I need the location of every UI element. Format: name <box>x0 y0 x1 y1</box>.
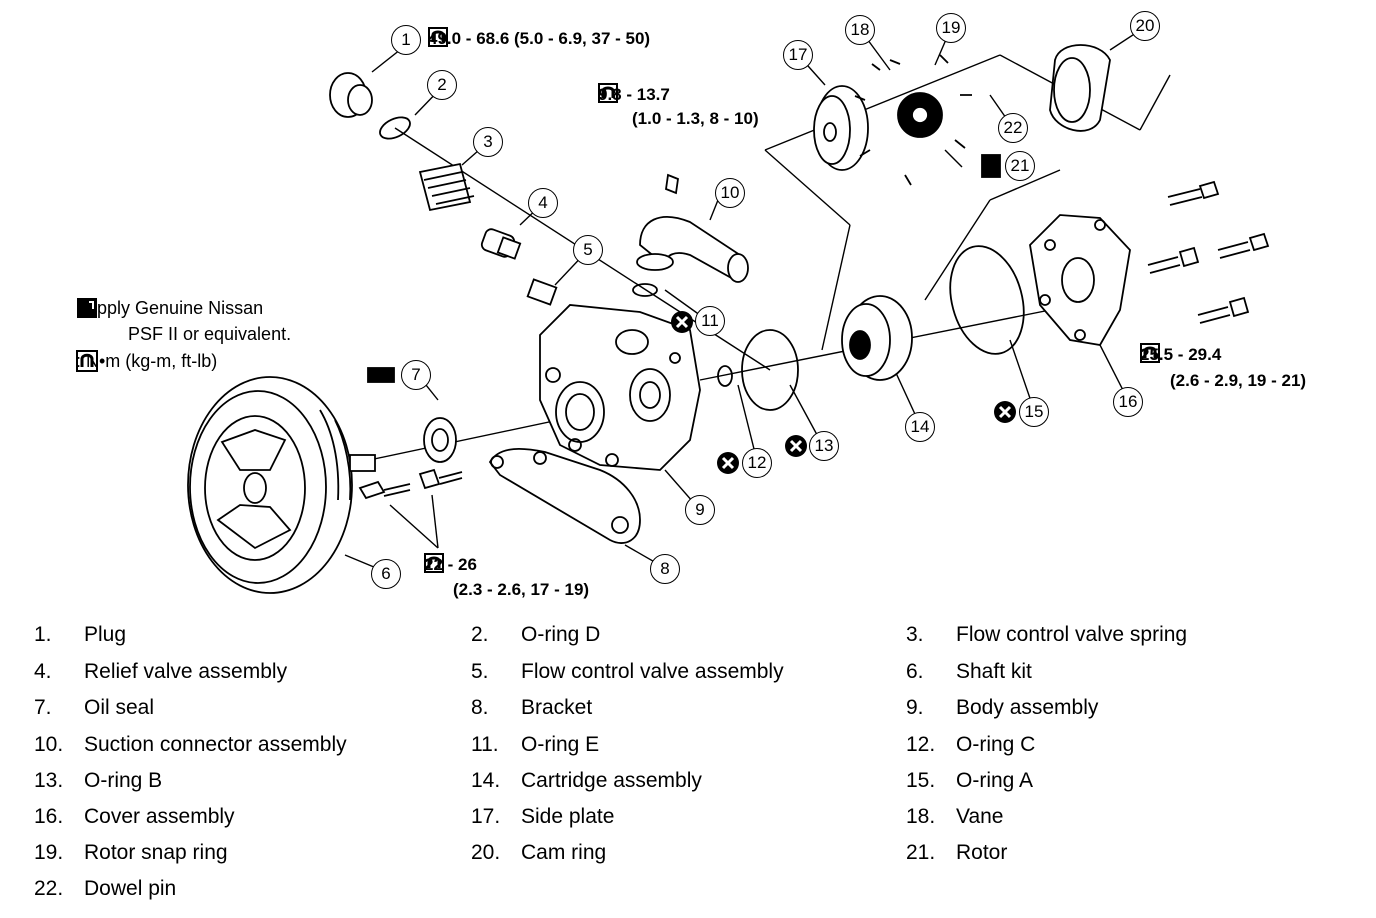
cartridge-assembly <box>841 295 913 381</box>
callout-21: 21 <box>1005 151 1035 181</box>
body-assembly <box>539 304 701 471</box>
suction-connector <box>632 173 749 297</box>
callout-10: 10 <box>715 178 745 208</box>
torque-spec-cover: 25.5 - 29.4 <box>1140 343 1221 366</box>
callout-22: 22 <box>998 113 1028 143</box>
callout-19: 19 <box>936 13 966 43</box>
callout-7: 7 <box>401 360 431 390</box>
callout-11: 11 <box>695 306 725 336</box>
fluid-can-icon <box>77 298 97 318</box>
callout-6: 6 <box>371 559 401 589</box>
callout-15: 15 <box>1019 397 1049 427</box>
torque-spec-cover-line2: (2.6 - 2.9, 19 - 21) <box>1170 371 1307 390</box>
callout-8: 8 <box>650 554 680 584</box>
diagram-drawing <box>187 26 1270 594</box>
oil-seal <box>367 367 457 463</box>
torque-wrench-icon <box>76 350 98 372</box>
callout-16: 16 <box>1113 387 1143 417</box>
torque-value: 9.8 - 13.7 <box>598 85 670 104</box>
torque-spec-bracket: 22 - 26 <box>424 553 477 576</box>
torque-value: 49.0 - 68.6 (5.0 - 6.9, 37 - 50) <box>428 29 651 48</box>
replace-icon <box>785 435 807 457</box>
callout-18: 18 <box>845 15 875 45</box>
legend-fluid-line2: PSF II or equivalent. <box>128 324 292 344</box>
torque-wrench-icon <box>424 553 444 573</box>
legend-torque: : N•m (kg-m, ft-lb) <box>76 350 217 372</box>
bracket <box>488 448 641 544</box>
replace-icon <box>671 311 693 333</box>
callout-4: 4 <box>528 188 558 218</box>
callout-5: 5 <box>573 235 603 265</box>
torque-spec-connector-line2: (1.0 - 1.3, 8 - 10) <box>632 109 759 128</box>
callout-9: 9 <box>685 495 715 525</box>
torque-wrench-icon <box>598 83 618 103</box>
torque-value: 25.5 - 29.4 <box>1140 345 1222 364</box>
callout-13: 13 <box>809 431 839 461</box>
legend-text: : Apply Genuine Nissan <box>76 298 264 318</box>
callout-12: 12 <box>742 448 772 478</box>
valve-parts <box>329 72 558 306</box>
callout-14: 14 <box>905 412 935 442</box>
legend-text: : N•m (kg-m, ft-lb) <box>76 351 218 371</box>
rotor-group <box>813 44 1111 186</box>
torque-wrench-icon <box>1140 343 1160 363</box>
callout-20: 20 <box>1130 11 1160 41</box>
parts-list: 1.Plug 2.O-ring D 3.Flow control valve s… <box>34 623 1188 900</box>
torque-spec-bracket-line2: (2.3 - 2.6, 17 - 19) <box>453 580 590 599</box>
callout-1: 1 <box>391 25 421 55</box>
o-rings <box>717 245 1025 411</box>
replace-icon <box>717 452 739 474</box>
legend-fluid: : Apply Genuine Nissan <box>76 297 263 319</box>
cover-assembly <box>1029 214 1131 346</box>
callout-2: 2 <box>427 70 457 100</box>
replace-icon <box>994 401 1016 423</box>
exploded-diagram: 1 2 3 4 5 6 7 8 9 10 11 12 13 14 15 16 1… <box>76 11 1307 599</box>
pulley-shaft-kit <box>187 376 376 594</box>
torque-spec-connector: 9.8 - 13.7 <box>598 83 670 106</box>
callout-17: 17 <box>783 40 813 70</box>
torque-wrench-icon <box>428 27 448 47</box>
cover-bolts <box>1147 180 1270 324</box>
bracket-bolts <box>358 468 463 500</box>
torque-spec-plug: 49.0 - 68.6 (5.0 - 6.9, 37 - 50) <box>428 27 650 50</box>
callout-3: 3 <box>473 127 503 157</box>
